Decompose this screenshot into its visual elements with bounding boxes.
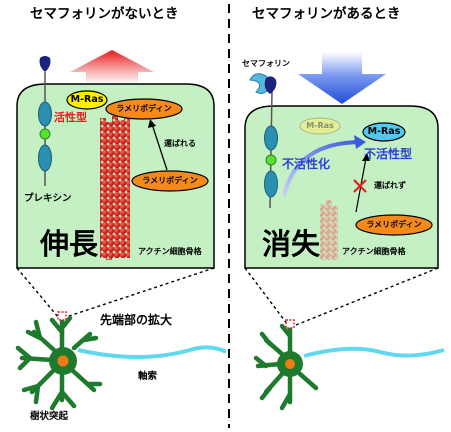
left-actin-cytoskeleton [100,116,130,260]
left-dendrites [15,315,103,411]
right-actin-label: アクチン細胞骨格 [342,247,406,256]
right-panel-title: セマフォリンがあるとき [252,6,401,22]
disappearance-label: 消失 [262,227,321,261]
right-plexin-receptor [264,76,278,209]
left-lamelli-bottom-pill [131,170,209,192]
left-panel-graphics [16,50,215,269]
right-mras-label: M-Ras [367,126,401,137]
inactive-form-label: 不活性型 [364,147,413,161]
left-axon [77,345,227,359]
zoom-lines [16,267,439,326]
right-mras-faded-pill [299,117,341,135]
left-lamelli-top-label: ラメリポディン [116,104,172,113]
left-zoom-box [57,311,67,321]
active-form-label: 活性型 [54,111,87,124]
plexin-label: プレキシン [24,193,72,204]
right-zoom-box [285,319,295,329]
right-dendrites [253,323,319,411]
left-mras-pill [66,90,108,110]
extension-arrow [70,50,154,84]
left-actin-label: アクチン細胞骨格 [138,247,202,256]
plexin-receptor [38,56,52,186]
right-lamelli-label: ラメリポディン [366,220,422,229]
semaphorin-arrow [298,52,386,104]
dendrite-label: 樹状突起 [30,411,69,422]
semaphorin-label: セマフォリン [242,59,290,68]
semaphorin-ligand [249,73,271,95]
right-mras-pill [362,122,406,142]
tip-zoom-label: 先端部の拡大 [100,313,173,327]
not-transported-label: 運ばれず [374,181,406,190]
block-x-mark [353,179,367,193]
inactivation-arrow [282,140,363,197]
left-lamelli-top-pill [105,98,183,120]
inactivation-label: 不活性化 [282,157,331,171]
right-panel-graphics [244,52,439,269]
left-lamelli-bottom-label: ラメリポディン [142,176,198,185]
transported-label: 運ばれる [164,139,196,148]
right-neuron [253,319,445,411]
left-neuron [15,311,227,411]
right-lamelli-pill [355,214,433,236]
left-soma-nucleus [57,355,69,367]
extension-label: 伸長 [40,227,99,261]
transport-arrow [151,123,168,171]
axon-label: 軸索 [138,371,158,382]
left-panel-title: セマフォリンがないとき [30,6,179,22]
left-mras-label: M-Ras [70,94,104,105]
right-soma-nucleus [285,359,295,369]
right-axon [303,346,445,358]
right-actin-cytoskeleton [320,200,338,260]
right-mras-faded-label: M-Ras [306,121,334,130]
